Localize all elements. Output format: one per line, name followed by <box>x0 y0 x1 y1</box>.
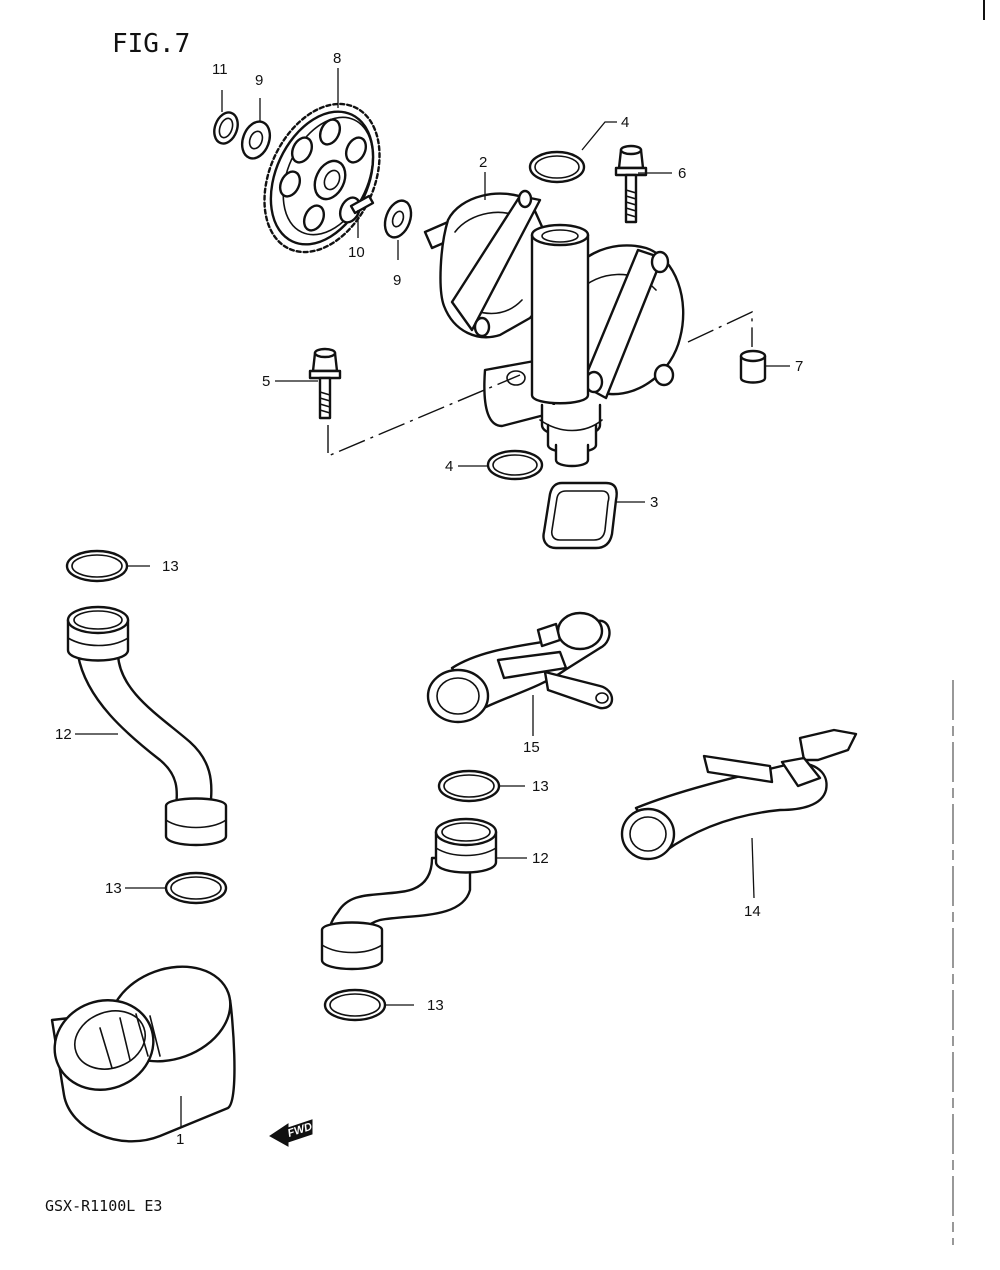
part-12-oil-pipe-middle <box>320 817 498 971</box>
callout-13-b: 13 <box>105 880 122 897</box>
part-14-oil-hose <box>620 728 858 861</box>
part-11-circlip <box>213 111 239 145</box>
callout-14: 14 <box>744 903 761 920</box>
part-7-dowel <box>739 349 767 384</box>
leader-lines <box>75 68 790 1128</box>
part-4-o-ring-upper <box>528 150 586 184</box>
part-4-o-ring-lower <box>486 449 544 481</box>
part-13-o-ring-d <box>323 988 387 1022</box>
part-10-pin <box>349 194 375 215</box>
callout-10: 10 <box>348 244 365 261</box>
part-3-gasket <box>542 481 618 550</box>
part-2-oil-pump <box>423 189 685 468</box>
callout-2: 2 <box>479 154 487 171</box>
callout-6: 6 <box>678 165 686 182</box>
callout-12-b: 12 <box>532 850 549 867</box>
callout-3: 3 <box>650 494 658 511</box>
part-6-bolt <box>614 144 648 224</box>
assembly-line-dowel-7 <box>687 310 753 347</box>
callout-11: 11 <box>212 61 228 78</box>
callout-12-a: 12 <box>55 726 72 743</box>
fwd-arrow-icon: FWD <box>269 1119 314 1147</box>
part-15-oil-hose <box>426 611 614 724</box>
part-12-oil-pipe-left <box>66 605 228 847</box>
part-1-oil-filter <box>50 965 236 1143</box>
callout-13-d: 13 <box>427 997 444 1014</box>
part-13-o-ring-b <box>164 871 228 905</box>
part-13-o-ring-c <box>437 769 501 803</box>
callout-numbers: 11 9 8 10 9 2 4 6 5 7 4 3 13 12 13 15 13… <box>55 50 803 1148</box>
callout-4-upper: 4 <box>621 114 629 131</box>
part-9-washer-lower <box>383 199 413 239</box>
callout-5: 5 <box>262 373 270 390</box>
part-9-washer-upper <box>240 120 272 160</box>
callout-13-c: 13 <box>532 778 549 795</box>
callout-1: 1 <box>176 1131 184 1148</box>
callout-9-upper: 9 <box>255 72 263 89</box>
callout-4-lower: 4 <box>445 458 453 475</box>
figure-title: FIG.7 <box>112 29 190 59</box>
part-8-gear <box>263 102 381 254</box>
callout-13-a: 13 <box>162 558 179 575</box>
callout-9-lower: 9 <box>393 272 401 289</box>
part-5-bolt <box>308 347 342 420</box>
model-code: GSX-R1100L E3 <box>45 1197 162 1215</box>
callout-15: 15 <box>523 739 540 756</box>
callout-7: 7 <box>795 358 803 375</box>
part-13-o-ring-a <box>65 549 129 583</box>
assembly-line-bolt-5 <box>327 374 521 458</box>
callout-8: 8 <box>333 50 341 67</box>
